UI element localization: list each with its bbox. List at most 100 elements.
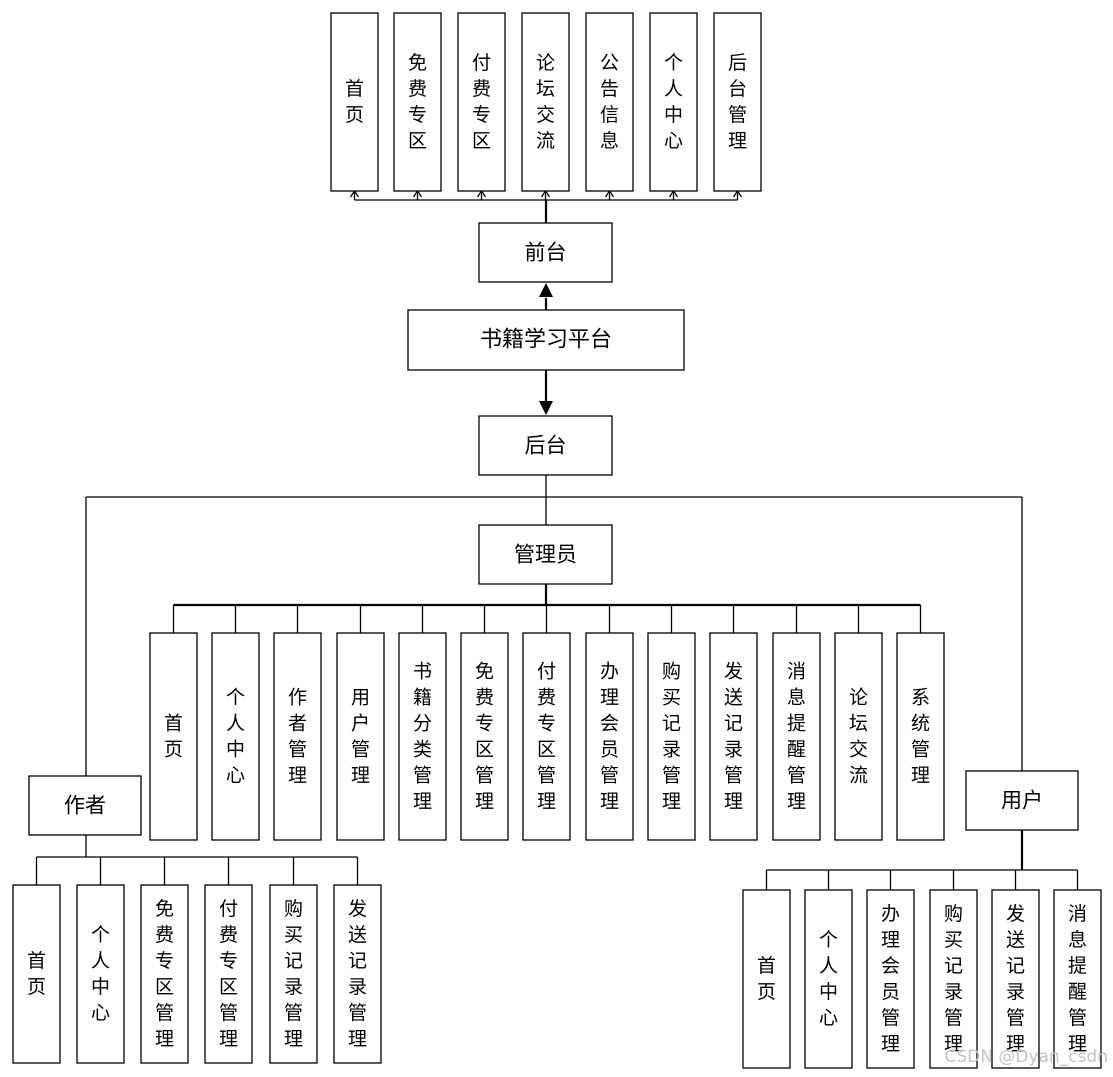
user-item-box: 办理会员管理	[866, 889, 915, 1069]
admin-item-box: 办理会员管理	[585, 632, 634, 841]
author-item-box-label: 免费专区管理	[155, 898, 174, 1050]
admin-item-box-frame	[273, 632, 322, 841]
author-box: 作者	[28, 775, 142, 836]
admin-item-box-frame	[336, 632, 385, 841]
frontend-item-box-label: 后台管理	[728, 52, 747, 152]
admin-item-box-frame	[585, 632, 634, 841]
admin-item-box: 书籍分类管理	[398, 632, 447, 841]
frontend-item-box: 个人中心	[649, 12, 698, 192]
author-item-box-label: 付费专区管理	[219, 898, 238, 1050]
admin-item-box: 免费专区管理	[460, 632, 509, 841]
frontend-item-box: 后台管理	[713, 12, 762, 192]
admin-item-box-label: 办理会员管理	[600, 661, 619, 813]
frontend-box-frame	[478, 222, 613, 283]
admin-item-box-label: 书籍分类管理	[413, 661, 432, 813]
admin-item-box-label: 用户管理	[351, 687, 370, 787]
user-item-box-frame	[991, 889, 1040, 1069]
frontend-item-box-label: 首页	[345, 78, 364, 126]
frontend-item-box-frame	[457, 12, 506, 192]
user-item-box: 个人中心	[804, 889, 853, 1069]
frontend-box-label: 前台	[525, 241, 567, 265]
admin-item-box: 付费专区管理	[522, 632, 571, 841]
user-item-box-label: 发送记录管理	[1006, 903, 1025, 1055]
user-box-frame	[965, 770, 1079, 831]
admin-item-box-label: 购买记录管理	[662, 661, 681, 813]
frontend-item-box-label: 免费专区	[408, 52, 427, 152]
author-item-box-frame	[76, 884, 125, 1064]
user-item-box-label: 购买记录管理	[944, 903, 963, 1055]
frontend-item-box: 付费专区	[457, 12, 506, 192]
user-item-box: 购买记录管理	[929, 889, 978, 1069]
admin-item-box: 首页	[149, 632, 198, 841]
user-item-box-frame	[742, 889, 791, 1069]
frontend-item-box-label: 付费专区	[472, 52, 491, 152]
author-item-box-label: 首页	[27, 950, 46, 998]
frontend-item-box-label: 个人中心	[664, 52, 683, 152]
admin-item-box: 购买记录管理	[647, 632, 696, 841]
admin-item-box-frame	[772, 632, 821, 841]
user-item-box-frame	[929, 889, 978, 1069]
frontend-box: 前台	[478, 222, 613, 283]
author-box-frame	[28, 775, 142, 836]
admin-box-frame	[478, 524, 613, 585]
author-item-box-label: 购买记录管理	[284, 898, 303, 1050]
admin-item-box-frame	[709, 632, 758, 841]
admin-item-box: 个人中心	[211, 632, 260, 841]
user-item-box: 首页	[742, 889, 791, 1069]
admin-box: 管理员	[478, 524, 613, 585]
user-item-box-frame	[866, 889, 915, 1069]
admin-item-box: 论坛交流	[834, 632, 883, 841]
user-item-box-frame	[1053, 889, 1102, 1069]
frontend-item-box: 公告信息	[585, 12, 634, 192]
admin-item-box: 作者管理	[273, 632, 322, 841]
user-item-box-label: 消息提醒管理	[1068, 903, 1087, 1055]
author-item-box: 免费专区管理	[140, 884, 189, 1064]
backend-box-frame	[478, 415, 613, 476]
user-item-box-label: 个人中心	[819, 929, 838, 1029]
admin-item-box-label: 免费专区管理	[475, 661, 494, 813]
root-box: 书籍学习平台	[407, 309, 685, 371]
author-item-box-frame	[269, 884, 318, 1064]
admin-item-box: 发送记录管理	[709, 632, 758, 841]
user-item-box-frame	[804, 889, 853, 1069]
frontend-item-box-frame	[330, 12, 379, 192]
user-box: 用户	[965, 770, 1079, 831]
root-box-label: 书籍学习平台	[480, 328, 612, 353]
frontend-item-box-frame	[585, 12, 634, 192]
admin-item-box-frame	[647, 632, 696, 841]
author-box-label: 作者	[64, 794, 106, 818]
frontend-item-box-frame	[521, 12, 570, 192]
admin-item-box: 用户管理	[336, 632, 385, 841]
user-item-box-label: 首页	[757, 955, 776, 1003]
author-item-box-frame	[12, 884, 61, 1064]
admin-item-box-frame	[211, 632, 260, 841]
root-to-frontend-arrowhead	[539, 283, 553, 297]
admin-item-box-frame	[398, 632, 447, 841]
user-item-box-label: 办理会员管理	[881, 903, 900, 1055]
admin-item-box-label: 系统管理	[911, 687, 930, 787]
user-item-box: 消息提醒管理	[1053, 889, 1102, 1069]
frontend-item-box: 首页	[330, 12, 379, 192]
frontend-item-box-frame	[649, 12, 698, 192]
admin-item-box-label: 个人中心	[226, 687, 245, 787]
admin-item-box-frame	[522, 632, 571, 841]
admin-item-box-frame	[460, 632, 509, 841]
backend-box-label: 后台	[525, 434, 567, 458]
admin-item-box-label: 论坛交流	[849, 687, 868, 787]
diagram-boxes: 首页免费专区付费专区论坛交流公告信息个人中心后台管理前台书籍学习平台后台管理员首…	[12, 12, 1102, 1069]
author-item-box: 首页	[12, 884, 61, 1064]
author-item-box-frame	[333, 884, 382, 1064]
admin-item-box-frame	[896, 632, 945, 841]
author-item-box: 付费专区管理	[204, 884, 253, 1064]
frontend-item-box-frame	[393, 12, 442, 192]
author-item-box-label: 发送记录管理	[348, 898, 367, 1050]
user-item-box: 发送记录管理	[991, 889, 1040, 1069]
author-item-box-label: 个人中心	[91, 924, 110, 1024]
admin-item-box-label: 消息提醒管理	[787, 661, 806, 813]
user-box-label: 用户	[1001, 789, 1043, 813]
admin-item-box-label: 付费专区管理	[537, 661, 556, 813]
author-item-box: 购买记录管理	[269, 884, 318, 1064]
admin-item-box-label: 作者管理	[288, 687, 307, 787]
admin-item-box: 消息提醒管理	[772, 632, 821, 841]
